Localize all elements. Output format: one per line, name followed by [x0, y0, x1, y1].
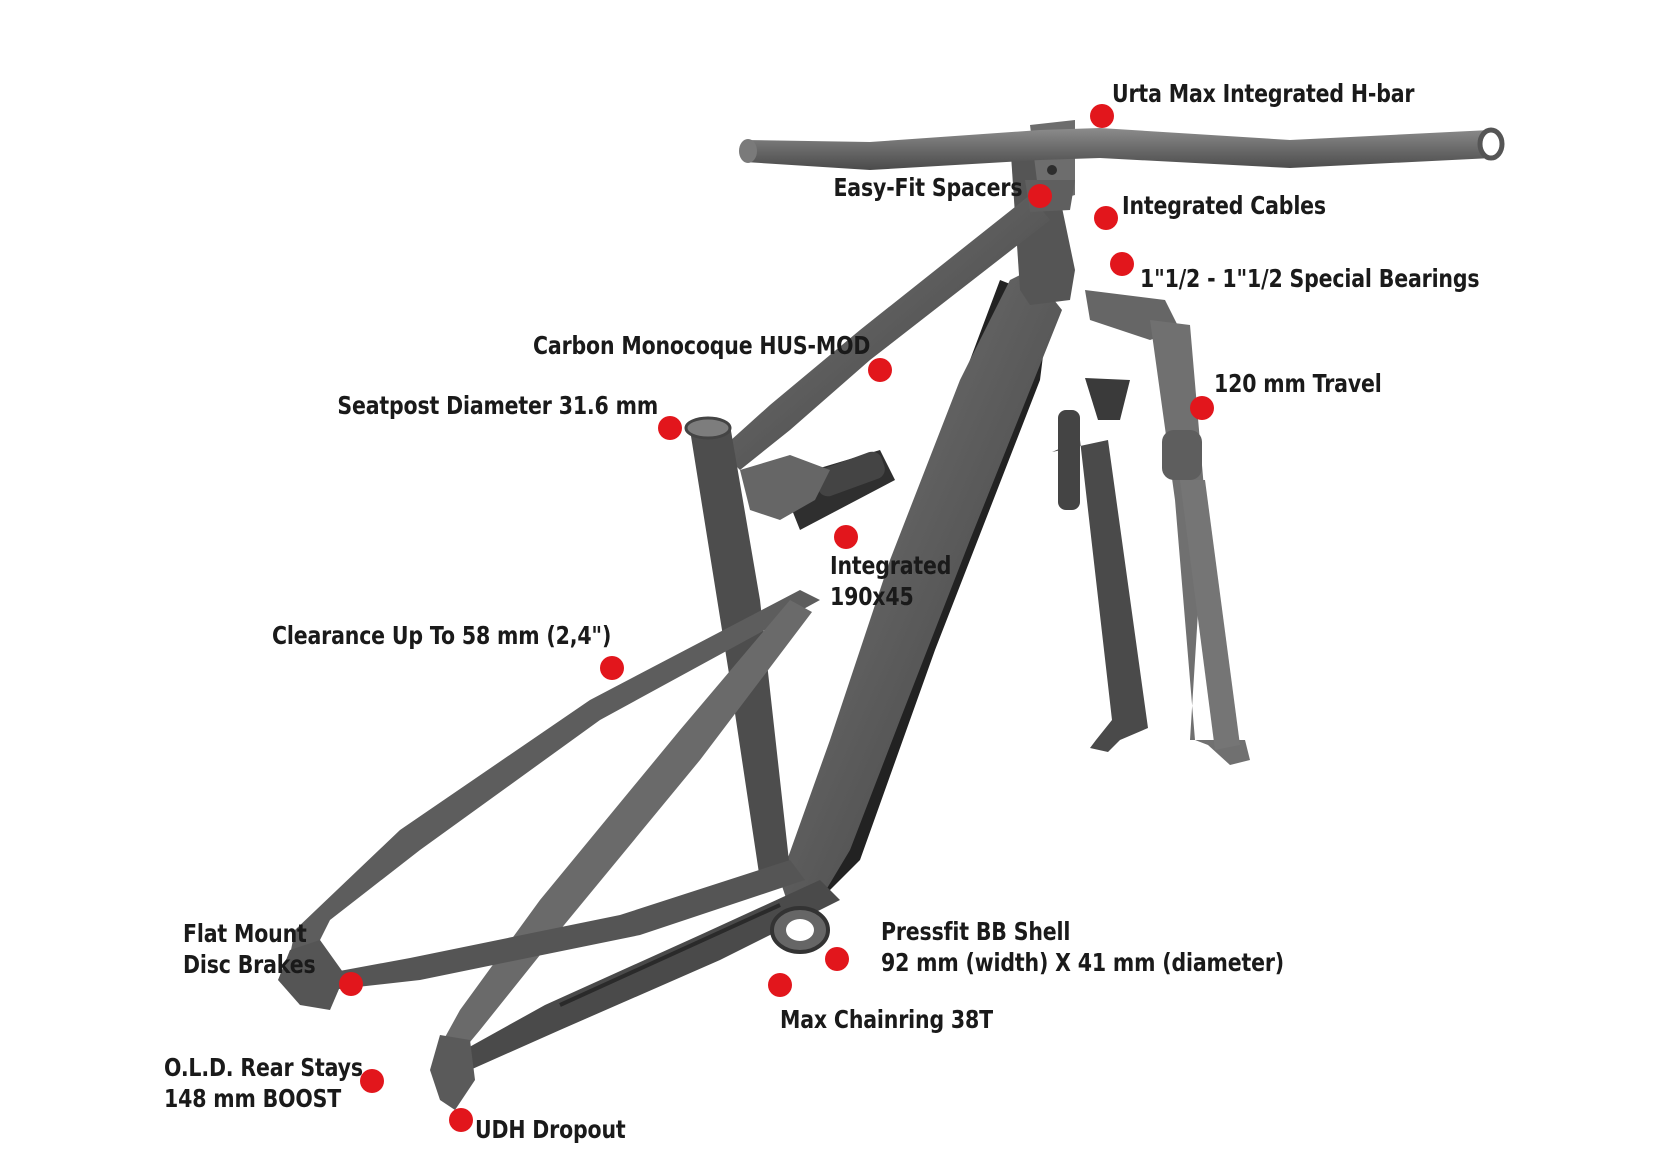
- label-travel-line1: 120 mm Travel: [1214, 369, 1382, 398]
- label-shock-line1: Integrated: [830, 551, 952, 580]
- label-seatpost: Seatpost Diameter 31.6 mm: [337, 390, 658, 421]
- callout-dot-seatpost: [658, 416, 682, 440]
- label-cables-line1: Integrated Cables: [1122, 191, 1326, 220]
- fork-near-leg: [1085, 290, 1250, 765]
- top-tube: [720, 195, 1050, 470]
- label-chainring-line1: Max Chainring 38T: [780, 1005, 993, 1034]
- seat-stay: [290, 590, 820, 960]
- chain-stay: [455, 880, 840, 1070]
- callout-dot-spacers: [1028, 184, 1052, 208]
- rear-dropout-near: [430, 1035, 475, 1110]
- label-cables: Integrated Cables: [1122, 190, 1326, 221]
- label-chainring: Max Chainring 38T: [780, 1004, 993, 1035]
- label-disc-brakes: Flat Mount Disc Brakes: [183, 918, 316, 980]
- label-disc-brakes-line1: Flat Mount: [183, 919, 307, 948]
- handlebar: [739, 127, 1505, 170]
- label-h-bar: Urta Max Integrated H-bar: [1112, 78, 1415, 109]
- label-rear-stays-line1: O.L.D. Rear Stays: [164, 1053, 363, 1082]
- label-monocoque: Carbon Monocoque HUS-MOD: [533, 330, 870, 361]
- rear-shock: [780, 450, 895, 530]
- callout-dot-bearings: [1110, 252, 1134, 276]
- down-tube: [780, 270, 1062, 910]
- seat-tube: [690, 425, 790, 880]
- fork-far-leg: [1052, 378, 1148, 752]
- label-bb-shell-line2: 92 mm (width) X 41 mm (diameter): [881, 948, 1285, 977]
- callout-dot-disc-brakes: [339, 972, 363, 996]
- label-shock-line2: 190x45: [830, 582, 914, 611]
- label-h-bar-line1: Urta Max Integrated H-bar: [1112, 79, 1415, 108]
- label-shock: Integrated 190x45: [830, 550, 951, 612]
- callout-dot-travel: [1190, 396, 1214, 420]
- callout-dot-rear-stays: [360, 1069, 384, 1093]
- label-rear-stays: O.L.D. Rear Stays 148 mm BOOST: [164, 1052, 363, 1114]
- callout-dot-bb-shell: [825, 947, 849, 971]
- label-clearance-line1: Clearance Up To 58 mm (2,4"): [272, 621, 612, 650]
- callout-dot-shock: [834, 525, 858, 549]
- label-dropout-line1: UDH Dropout: [475, 1115, 626, 1144]
- label-clearance: Clearance Up To 58 mm (2,4"): [272, 620, 611, 651]
- label-dropout: UDH Dropout: [475, 1114, 626, 1145]
- label-travel: 120 mm Travel: [1214, 368, 1382, 399]
- label-bb-shell-line1: Pressfit BB Shell: [881, 917, 1071, 946]
- label-spacers: Easy-Fit Spacers: [833, 172, 1022, 203]
- label-bearings: 1"1/2 - 1"1/2 Special Bearings: [1140, 263, 1480, 294]
- callout-dot-chainring: [768, 973, 792, 997]
- rocker-link: [740, 455, 830, 520]
- callout-dot-dropout: [449, 1108, 473, 1132]
- rear-dropout-far: [278, 940, 345, 1010]
- callout-dot-cables: [1094, 206, 1118, 230]
- label-monocoque-line1: Carbon Monocoque HUS-MOD: [532, 331, 870, 360]
- label-disc-brakes-line2: Disc Brakes: [183, 950, 316, 979]
- callout-dot-clearance: [600, 656, 624, 680]
- label-bearings-line1: 1"1/2 - 1"1/2 Special Bearings: [1140, 264, 1480, 293]
- chainstay-protector: [559, 903, 781, 1007]
- label-rear-stays-line2: 148 mm BOOST: [164, 1084, 342, 1113]
- callout-dot-h-bar: [1090, 104, 1114, 128]
- seatpost-opening: [684, 416, 732, 440]
- label-bb-shell: Pressfit BB Shell 92 mm (width) X 41 mm …: [881, 916, 1284, 978]
- label-seatpost-line1: Seatpost Diameter 31.6 mm: [337, 391, 658, 420]
- label-spacers-line1: Easy-Fit Spacers: [833, 173, 1022, 202]
- chain-stay-far: [318, 860, 805, 990]
- bottom-bracket: [770, 906, 830, 954]
- callout-dot-monocoque: [868, 358, 892, 382]
